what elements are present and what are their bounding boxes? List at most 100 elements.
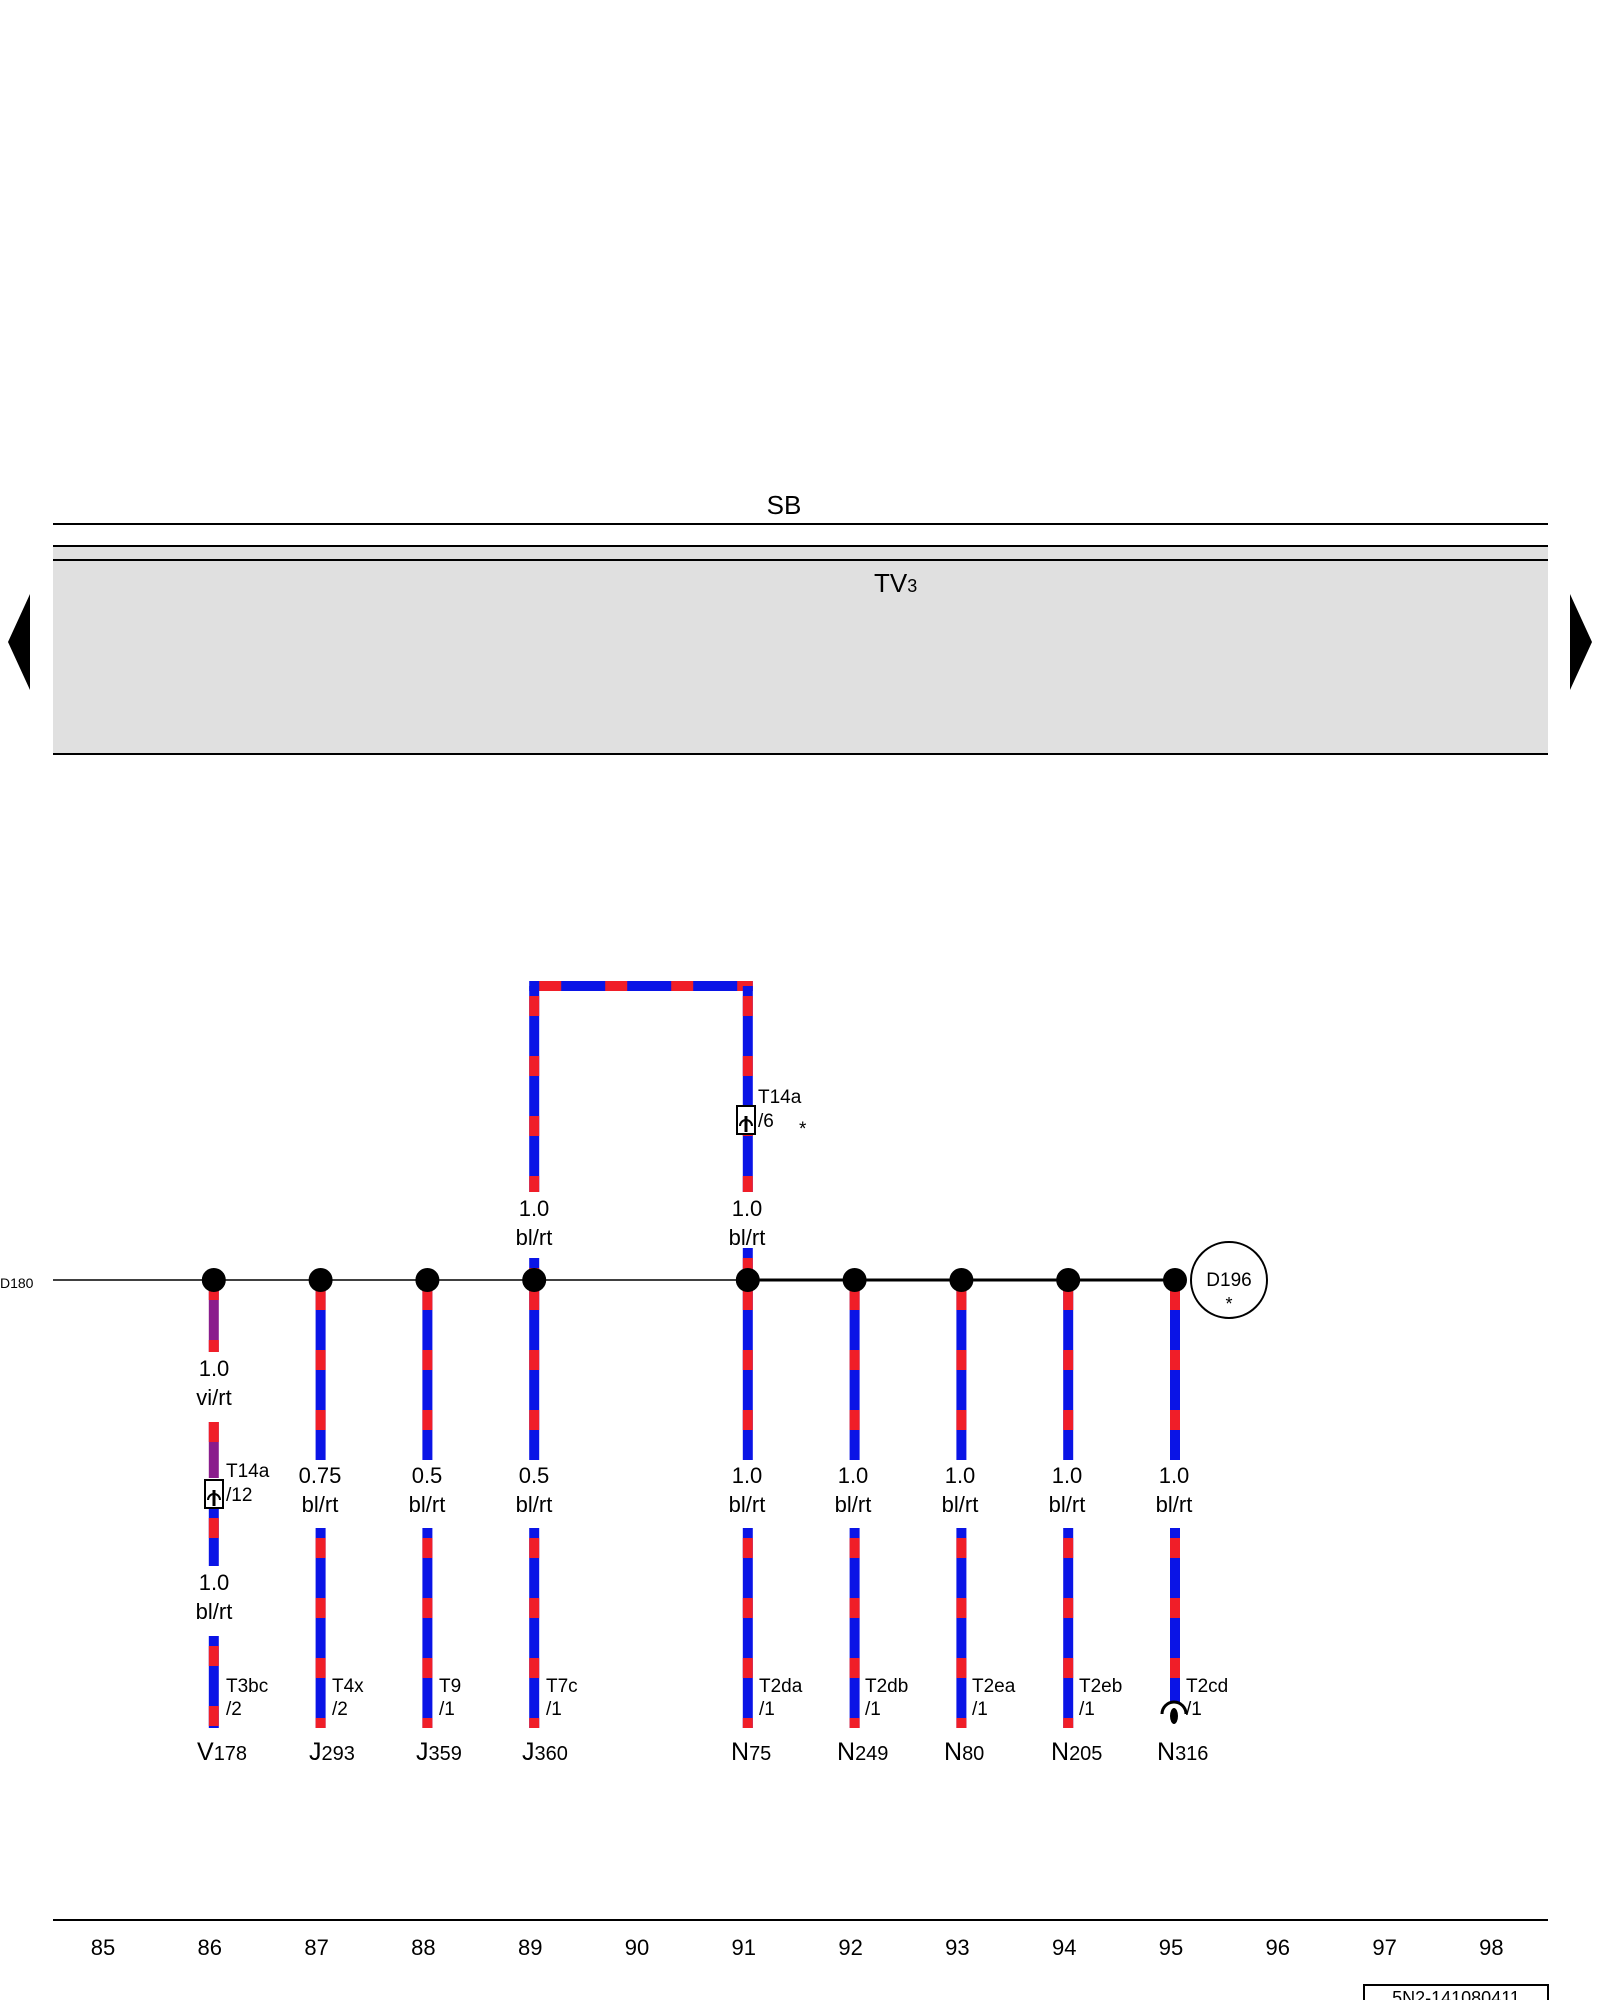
wire-color: vi/rt	[196, 1385, 231, 1410]
column-number-86: 86	[198, 1935, 222, 1960]
junction-dots	[201, 1268, 1187, 1292]
next-page-arrow-icon[interactable]	[1570, 594, 1592, 690]
branch-89: 0.5 bl/rt T7c /1 J360	[516, 1463, 578, 1766]
jumper-left-label: 1.0 bl/rt	[516, 1196, 553, 1250]
doc-id-box: 5N2-141080411	[1363, 1984, 1549, 2000]
column-number-92: 92	[838, 1935, 862, 1960]
component-n249: N249	[837, 1738, 888, 1766]
svg-text:T14a: T14a	[226, 1461, 270, 1482]
connector-name: T2eb	[1079, 1676, 1122, 1697]
connector-pin: /1	[759, 1699, 775, 1720]
connector-t14a-12: T14a /12	[204, 1461, 270, 1509]
connector-pin: /2	[332, 1699, 348, 1720]
connector-name: T2cd	[1186, 1676, 1228, 1697]
wire-size: 0.5	[412, 1463, 443, 1488]
jumper-right-label: 1.0 bl/rt	[729, 1196, 766, 1250]
prev-page-arrow-icon[interactable]	[8, 594, 30, 690]
svg-text:1.0: 1.0	[519, 1196, 550, 1221]
connector-pin: /1	[439, 1699, 455, 1720]
component-j359: J359	[416, 1738, 462, 1766]
svg-text:/6: /6	[758, 1111, 774, 1132]
wire-size: 1.0	[945, 1463, 976, 1488]
branch-88: 0.5 bl/rt T9 /1 J359	[409, 1463, 462, 1766]
column-number-96: 96	[1266, 1935, 1290, 1960]
connector-name: T2ea	[972, 1676, 1016, 1697]
fuse-panel	[53, 524, 1548, 754]
wire-size: 1.0	[732, 1463, 763, 1488]
doc-id: 5N2-141080411	[1392, 1988, 1520, 2000]
bus-band	[53, 524, 1548, 546]
junction-dot-86	[201, 1268, 226, 1292]
connector-pin: /1	[546, 1699, 562, 1720]
wire-size: 0.5	[519, 1463, 550, 1488]
column-number-91: 91	[732, 1935, 756, 1960]
column-number-98: 98	[1479, 1935, 1503, 1960]
connector-t14a-6: T14a /6 *	[736, 1087, 807, 1140]
wire-size: 1.0	[199, 1570, 230, 1595]
connector-pin: /1	[1186, 1699, 1202, 1720]
junction-dot-92	[842, 1268, 867, 1292]
branch-95: 1.0 bl/rt T2cd /1 N316	[1156, 1463, 1229, 1766]
junction-dot-94	[1056, 1268, 1081, 1292]
sensor-connector-icon	[1160, 1700, 1188, 1724]
branch-91: 1.0 bl/rt T2da /1 N75	[729, 1463, 803, 1766]
junction-dot-87	[308, 1268, 333, 1292]
branch-94: 1.0 bl/rt T2eb /1 N205	[1049, 1463, 1123, 1766]
wire-color: bl/rt	[1049, 1492, 1086, 1517]
junction-dot-95	[1163, 1268, 1187, 1292]
branch-92: 1.0 bl/rt T2db /1 N249	[835, 1463, 909, 1766]
wire-color: bl/rt	[302, 1492, 339, 1517]
junction-dot-88	[415, 1268, 440, 1292]
junction-dot-89	[522, 1268, 547, 1292]
connector-pin: /2	[226, 1699, 242, 1720]
column-number-93: 93	[945, 1935, 969, 1960]
column-number-87: 87	[304, 1935, 328, 1960]
component-n205: N205	[1051, 1738, 1102, 1766]
svg-text:*: *	[1225, 1294, 1232, 1314]
wire-color: bl/rt	[729, 1492, 766, 1517]
wire-color: bl/rt	[196, 1599, 233, 1624]
connector-pin: /1	[865, 1699, 881, 1720]
wire-color: bl/rt	[942, 1492, 979, 1517]
component-n316: N316	[1157, 1738, 1208, 1766]
ground-connection-d196: D196 *	[1190, 1241, 1268, 1319]
bus-label: SB	[767, 490, 802, 520]
junction-dot-91	[735, 1268, 760, 1292]
wire-color: bl/rt	[409, 1492, 446, 1517]
off-page-ref: D180	[0, 1275, 34, 1291]
component-n75: N75	[731, 1738, 771, 1766]
branch-wires	[208, 1280, 1180, 1728]
jumper-wire	[529, 981, 753, 1280]
connector-pin: /1	[972, 1699, 988, 1720]
connector-name: T2da	[759, 1676, 803, 1697]
wire-size: 1.0	[838, 1463, 869, 1488]
junction-dot-93	[949, 1268, 974, 1292]
component-j360: J360	[522, 1738, 568, 1766]
column-number-90: 90	[625, 1935, 649, 1960]
component-v178: V178	[197, 1738, 247, 1766]
column-number-94: 94	[1052, 1935, 1076, 1960]
column-number-85: 85	[91, 1935, 115, 1960]
component-n80: N80	[944, 1738, 984, 1766]
column-number-97: 97	[1372, 1935, 1396, 1960]
column-number-89: 89	[518, 1935, 542, 1960]
svg-text:*: *	[799, 1119, 807, 1140]
connector-name: T9	[439, 1676, 461, 1697]
svg-text:D196: D196	[1206, 1270, 1251, 1291]
column-number-95: 95	[1159, 1935, 1183, 1960]
wire-size: 1.0	[199, 1356, 230, 1381]
branch-labels: 1.0 vi/rt T14a /12 1.0 bl/rt T3bc /2 V17…	[196, 1356, 1229, 1766]
branch-87: 0.75 bl/rt T4x /2 J293	[299, 1463, 365, 1766]
wire-size: 1.0	[1159, 1463, 1190, 1488]
wire-size: 1.0	[1052, 1463, 1083, 1488]
connector-name: T2db	[865, 1676, 908, 1697]
connector-name: T4x	[332, 1676, 364, 1697]
svg-text:T14a: T14a	[758, 1087, 802, 1108]
connector-name: T3bc	[226, 1676, 268, 1697]
component-j293: J293	[309, 1738, 355, 1766]
wire-color: bl/rt	[516, 1492, 553, 1517]
svg-text:bl/rt: bl/rt	[516, 1225, 553, 1250]
branch-86: 1.0 vi/rt T14a /12 1.0 bl/rt T3bc /2 V17…	[196, 1356, 270, 1766]
